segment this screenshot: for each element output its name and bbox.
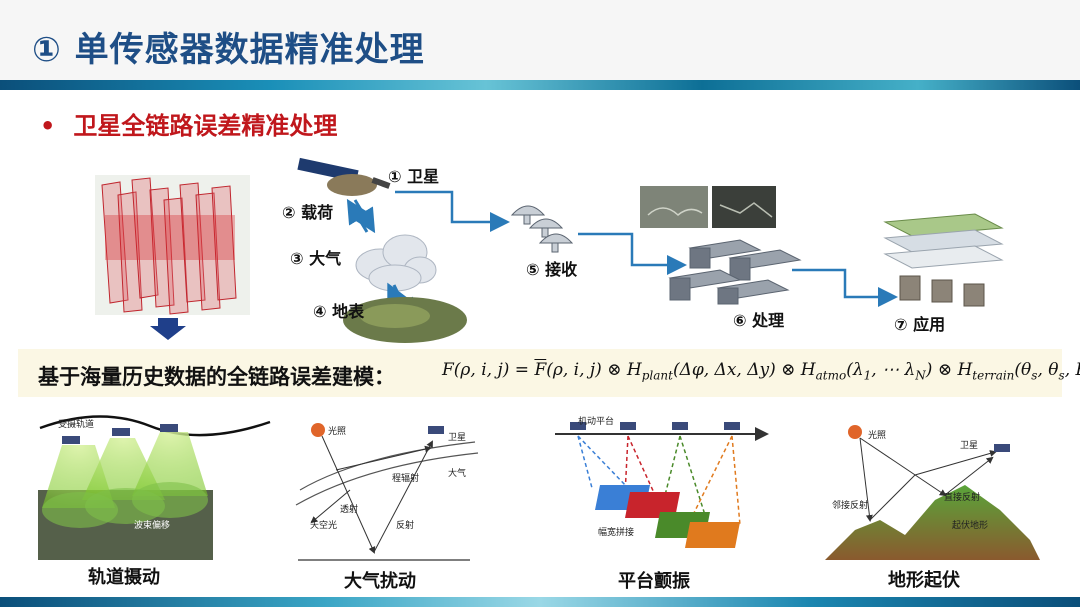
image-tile-1 <box>640 186 708 228</box>
modeling-band <box>18 349 1062 397</box>
bottom-stripe <box>0 597 1080 607</box>
flow-arrow-apply <box>792 268 898 307</box>
up-beam-arrow <box>346 198 370 233</box>
orbit-label: 受摄轨道 <box>58 420 95 430</box>
antenna-icon <box>510 205 574 253</box>
label-surface: ④ 地表 <box>313 302 365 321</box>
formula-ln-sub: N <box>915 368 926 383</box>
terrain-panel <box>825 425 1040 560</box>
atmos-atmo-label: 大气 <box>448 469 467 479</box>
platform-label: 机动平台 <box>578 417 615 427</box>
label-satellite: ① 卫星 <box>388 167 440 186</box>
formula-theta2: , θ <box>1037 360 1059 380</box>
atmos-panel <box>295 423 479 561</box>
label-payload: ② 载荷 <box>282 203 334 222</box>
flow-arrow-process <box>578 232 687 275</box>
atmos-refl-label: 反射 <box>396 521 415 531</box>
application-servers-icon <box>899 275 985 307</box>
formula-atmo-sub: atmo <box>815 368 847 383</box>
terrain-adj-label: 邻接反射 <box>832 501 869 511</box>
formula-theta1: (θ <box>1014 360 1032 380</box>
formula-terrain-sub: terrain <box>972 368 1015 383</box>
cloud-icon <box>355 234 437 292</box>
down-arrow-icon <box>150 318 186 340</box>
satellite-icon <box>297 157 391 196</box>
label-apply: ⑦ 应用 <box>894 315 946 334</box>
atmos-light-label: 光照 <box>328 427 347 437</box>
sun-icon <box>311 423 325 437</box>
error-model-formula: F(ρ, i, j) = F(ρ, i, j) ⊗ Hplant(Δφ, Δx,… <box>442 360 1080 382</box>
title-stripe <box>0 80 1080 90</box>
terrain-light-label: 光照 <box>868 431 887 441</box>
formula-plant-args: (Δφ, Δx, Δy) ⊗ H <box>672 360 816 380</box>
footprint-map <box>95 175 250 315</box>
label-receive: ⑤ 接收 <box>526 260 578 279</box>
beam-label: 波束偏移 <box>134 521 171 531</box>
atmos-trans-label: 透射 <box>340 505 359 515</box>
formula-s2: s <box>1058 368 1065 383</box>
title-bar <box>0 0 1080 80</box>
atmos-path-label: 程辐射 <box>392 474 420 484</box>
caption-atmos: 大气扰动 <box>344 571 416 592</box>
formula-args: (ρ, i, j) ⊗ H <box>546 360 642 380</box>
terrain-relief-label: 起伏地形 <box>952 521 989 531</box>
formula-plant-sub: plant <box>641 368 673 383</box>
modeling-label: 基于海量历史数据的全链路误差建模： <box>38 365 395 389</box>
flow-arrow-receive <box>395 190 510 232</box>
server-cluster-icon <box>668 239 802 305</box>
image-tile-2 <box>712 186 776 228</box>
layered-map-icon <box>883 213 1004 269</box>
terrain-sat-label: 卫星 <box>960 441 979 451</box>
formula-ldots: , ⋯ λ <box>871 360 916 380</box>
formula-l1-sub: 1 <box>863 368 872 383</box>
page-title: ① 单传感器数据精准处理 <box>32 30 425 70</box>
bullet-dot: • <box>40 112 56 140</box>
terrain-direct-label: 直接反射 <box>944 493 981 503</box>
formula-atmo-args: (λ <box>846 360 864 380</box>
bullet-text: 卫星全链路误差精准处理 <box>73 112 338 140</box>
label-process: ⑥ 处理 <box>733 311 785 330</box>
label-atmosphere: ③ 大气 <box>290 249 342 268</box>
formula-terrain-args: ) ⊗ H <box>925 360 973 380</box>
caption-terrain: 地形起伏 <box>888 570 960 591</box>
caption-orbit: 轨道摄动 <box>88 567 160 588</box>
bullet-heading: • 卫星全链路误差精准处理 <box>40 106 337 141</box>
atmos-sat-label: 卫星 <box>448 433 467 443</box>
platform-panel <box>555 422 769 548</box>
stitch-label: 幅宽拼接 <box>598 528 635 538</box>
formula-lhs: F(ρ, i, j) = <box>442 360 535 380</box>
formula-f-tilde: F <box>534 360 547 380</box>
caption-platform: 平台颤振 <box>618 571 690 592</box>
atmos-sky-label: 天空光 <box>310 521 338 531</box>
formula-e: , E <box>1064 360 1080 380</box>
sun-icon-terrain <box>848 425 862 439</box>
orbit-panel <box>38 415 271 560</box>
formula-s1: s <box>1031 368 1038 383</box>
